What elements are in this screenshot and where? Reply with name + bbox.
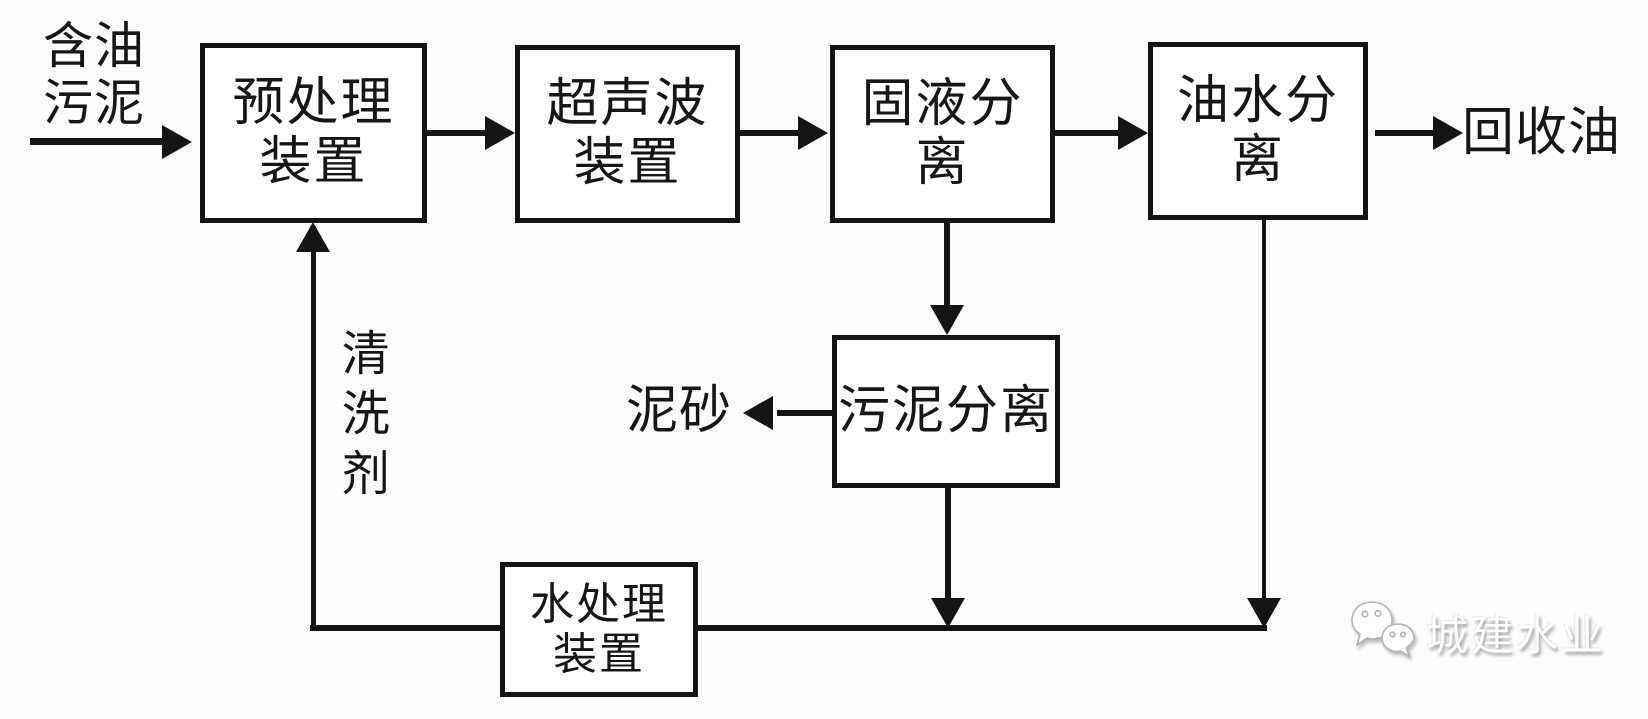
arrow-sludgesep-to-collector-line xyxy=(945,488,951,600)
node-ultrasonic-device: 超声波 装置 xyxy=(515,45,740,223)
watermark-text: 城建水业 xyxy=(1426,611,1607,659)
wechat-logo-icon xyxy=(1348,596,1420,668)
arrow-ultrasonic-to-solidliquid-head xyxy=(798,116,828,150)
recovered-oil-label: 回收油 xyxy=(1462,103,1622,163)
node-water-treatment: 水处理 装置 xyxy=(500,562,698,697)
input-arrow-line xyxy=(30,138,164,145)
watermark: 城建水业 xyxy=(1348,596,1606,668)
node-water-treatment-label: 水处理 装置 xyxy=(530,578,668,680)
node-pretreatment: 预处理 装置 xyxy=(200,43,427,223)
arrow-oilwater-to-recoveredoil-line xyxy=(1375,130,1437,136)
node-solid-liquid-label: 固液分离 xyxy=(861,74,1024,193)
arrow-pretreatment-to-ultrasonic-head xyxy=(485,116,515,150)
arrow-solidliquid-to-sludgesep-line xyxy=(944,223,950,309)
arrow-pretreatment-to-ultrasonic-line xyxy=(427,130,489,136)
recycle-agent-label: 清洗剂 xyxy=(332,328,389,508)
arrow-ultrasonic-to-solidliquid-line xyxy=(740,130,802,136)
node-sludge-separation: 污泥分离 xyxy=(832,335,1060,488)
arrow-sludgesep-to-sand-head xyxy=(743,396,773,430)
node-pretreatment-label: 预处理 装置 xyxy=(232,73,395,192)
sand-label: 泥砂 xyxy=(626,381,733,441)
node-ultrasonic-label: 超声波 装置 xyxy=(546,74,709,193)
node-sludge-separation-label: 污泥分离 xyxy=(837,381,1054,442)
arrow-oilwater-to-recoveredoil-head xyxy=(1433,116,1463,150)
arrow-solidliquid-to-oilwater-head xyxy=(1118,116,1148,150)
recycle-riser-line xyxy=(311,248,316,628)
node-solid-liquid-separation: 固液分离 xyxy=(830,45,1055,223)
recycle-riser-head xyxy=(296,222,330,252)
arrow-sludgesep-to-collector-head xyxy=(931,598,965,628)
collector-line xyxy=(310,625,1267,631)
arrow-solidliquid-to-oilwater-line xyxy=(1055,130,1121,136)
arrow-sludgesep-to-sand-line xyxy=(777,410,833,416)
arrow-oilwater-to-collector-line xyxy=(1262,220,1266,602)
node-oil-water-label: 油水分离 xyxy=(1176,71,1339,190)
arrow-solidliquid-to-sludgesep-head xyxy=(930,305,964,335)
arrow-oilwater-to-collector-head xyxy=(1247,598,1281,628)
node-oil-water-separation: 油水分离 xyxy=(1148,42,1368,220)
input-arrow-head xyxy=(162,125,192,159)
input-label: 含油 污泥 xyxy=(43,17,145,132)
